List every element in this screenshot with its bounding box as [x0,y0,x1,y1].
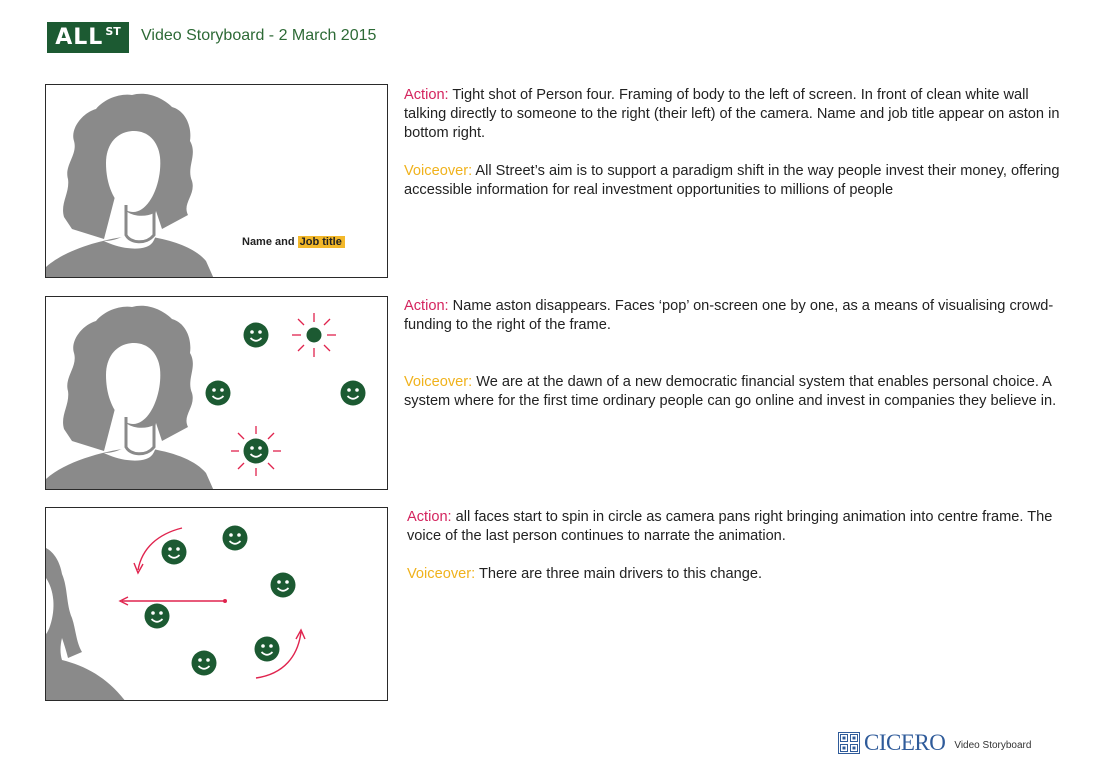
action-text: Name aston disappears. Faces ‘pop’ on-sc… [404,298,1054,333]
scene-2-voiceover: Voiceover: We are at the dawn of a new d… [404,373,1064,411]
footer-brand: CICERO [864,730,946,755]
scene-3-illustration [46,525,306,700]
scene-1-text: Action: Tight shot of Person four. Frami… [404,86,1064,219]
person-silhouette [46,305,214,489]
action-text: Tight shot of Person four. Framing of bo… [404,87,1060,141]
scene-2-action: Action: Name aston disappears. Faces ‘po… [404,297,1064,335]
curved-arrow-top-left-icon [133,527,183,575]
scene-1-voiceover: Voiceover: All Street’s aim is to suppor… [404,162,1064,200]
smiley-face-icon [270,572,296,598]
voiceover-text: We are at the dawn of a new democratic f… [404,374,1057,409]
aston-name: Name and [242,236,295,248]
scene-2-frame [45,296,388,490]
voiceover-text: All Street’s aim is to support a paradig… [404,163,1060,198]
voiceover-label: Voiceover: [404,163,473,179]
smiley-face-icon [340,380,366,406]
scene-1-action: Action: Tight shot of Person four. Frami… [404,86,1064,143]
popping-smiley-face-icon [231,426,281,476]
person-silhouette [46,93,214,277]
name-aston: Name and Job title [242,236,345,248]
scene-3-text: Action: all faces start to spin in circl… [407,508,1067,603]
smiley-face-icon [191,650,217,676]
scene-2-illustration [46,305,366,489]
person-silhouette-cropped [46,548,125,700]
scene-2-text: Action: Name aston disappears. Faces ‘po… [404,297,1064,430]
popping-dot-icon [292,313,336,357]
action-label: Action: [407,509,452,525]
curved-arrow-bottom-right-icon [255,628,306,679]
voiceover-label: Voiceover: [407,566,476,582]
action-text: all faces start to spin in circle as cam… [407,509,1053,544]
smiley-face-icon [144,603,170,629]
scene-3-frame [45,507,388,701]
all-street-logo: ALL ST [47,22,129,53]
smiley-face-icon [254,636,280,662]
left-arrow-icon [118,596,227,606]
action-label: Action: [404,87,449,103]
voiceover-text: There are three main drivers to this cha… [475,566,763,582]
scene-3-action: Action: all faces start to spin in circl… [407,508,1067,546]
smiley-face-icon [205,380,231,406]
action-label: Action: [404,298,449,314]
smiley-face-icon [222,525,248,551]
scene-1-illustration [46,93,214,277]
logo-main-text: ALL [55,25,104,50]
smiley-face-icon [243,322,269,348]
page-title: Video Storyboard - 2 March 2015 [141,27,377,44]
cicero-logo: CICERO Video Storyboard [838,730,1031,756]
smiley-face-icon [161,539,187,565]
scene-1-frame: Name and Job title [45,84,388,278]
logo-sup-text: ST [105,25,121,38]
aston-job-title: Job title [297,236,345,248]
footer-subtitle: Video Storyboard [954,739,1032,751]
voiceover-label: Voiceover: [404,374,473,390]
scene-3-voiceover: Voiceover: There are three main drivers … [407,565,1067,584]
cicero-emblem-icon [838,732,860,754]
